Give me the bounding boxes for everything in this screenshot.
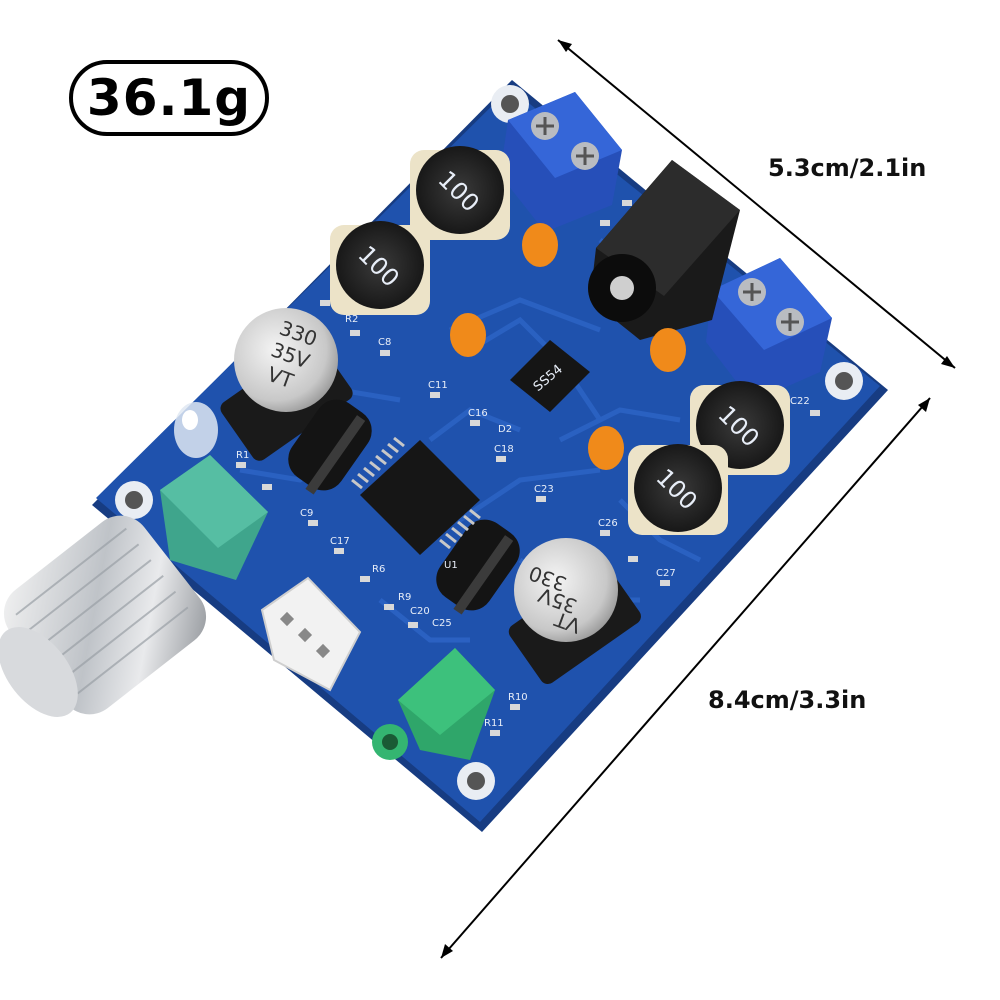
pcb-label: R6 bbox=[372, 564, 385, 575]
audio-input-jack bbox=[372, 648, 495, 760]
pcb-label: C16 bbox=[468, 408, 488, 419]
ceramic-capacitor bbox=[522, 223, 558, 267]
amplifier-ic bbox=[351, 436, 481, 555]
length-dimension-label: 8.4cm/3.3in bbox=[708, 686, 867, 714]
weight-badge: 36.1g bbox=[69, 60, 269, 136]
chip-ref-label: U1 bbox=[444, 560, 458, 571]
mounting-hole bbox=[457, 762, 495, 800]
small-electrolytic-capacitor bbox=[436, 519, 520, 615]
pcb-label: R9 bbox=[398, 592, 411, 603]
pcb-label: R2 bbox=[345, 314, 358, 325]
pcb-label: C22 bbox=[790, 396, 810, 407]
mounting-hole bbox=[115, 481, 153, 519]
schottky-diode: SS54 bbox=[510, 340, 590, 412]
pcb-label: C9 bbox=[300, 508, 313, 519]
dc-power-jack bbox=[588, 160, 740, 340]
dimension-arrow-length bbox=[440, 397, 931, 959]
small-electrolytic-capacitor bbox=[288, 399, 372, 495]
width-dimension-label: 5.3cm/2.1in bbox=[768, 154, 927, 182]
white-connector bbox=[260, 576, 362, 692]
screw-terminal-top bbox=[500, 92, 622, 232]
pcb-label: C20 bbox=[410, 606, 430, 617]
pcb-label: C25 bbox=[432, 618, 452, 629]
ceramic-capacitor bbox=[450, 313, 486, 357]
pcb-label: R1 bbox=[236, 450, 249, 461]
mounting-hole bbox=[491, 85, 529, 123]
pcb-label: R11 bbox=[484, 718, 504, 729]
pcb-label: C18 bbox=[494, 444, 514, 455]
pcb-label: C11 bbox=[428, 380, 448, 391]
pcb-label: C23 bbox=[534, 484, 554, 495]
pcb-label: R10 bbox=[508, 692, 528, 703]
pcb-label: C27 bbox=[656, 568, 676, 579]
inductor: 100 bbox=[410, 146, 510, 240]
ceramic-capacitor bbox=[650, 328, 686, 372]
ceramic-capacitor bbox=[588, 426, 624, 470]
pcb-label: C8 bbox=[378, 337, 391, 348]
mounting-hole bbox=[825, 362, 863, 400]
inductor: 100 bbox=[628, 444, 728, 535]
screw-terminal-right bbox=[706, 258, 832, 402]
volume-knob bbox=[0, 515, 207, 717]
pcb-label: C17 bbox=[330, 536, 350, 547]
led-indicator bbox=[174, 402, 218, 458]
inductor: 100 bbox=[330, 221, 430, 315]
diode-ref-label: D2 bbox=[498, 424, 512, 435]
pcb-label: C26 bbox=[598, 518, 618, 529]
electrolytic-capacitor: 330 35V VT bbox=[220, 308, 353, 461]
electrolytic-capacitor: 330 35V VT bbox=[508, 538, 641, 685]
volume-potentiometer bbox=[160, 455, 268, 580]
dimension-arrow-width bbox=[557, 39, 956, 369]
